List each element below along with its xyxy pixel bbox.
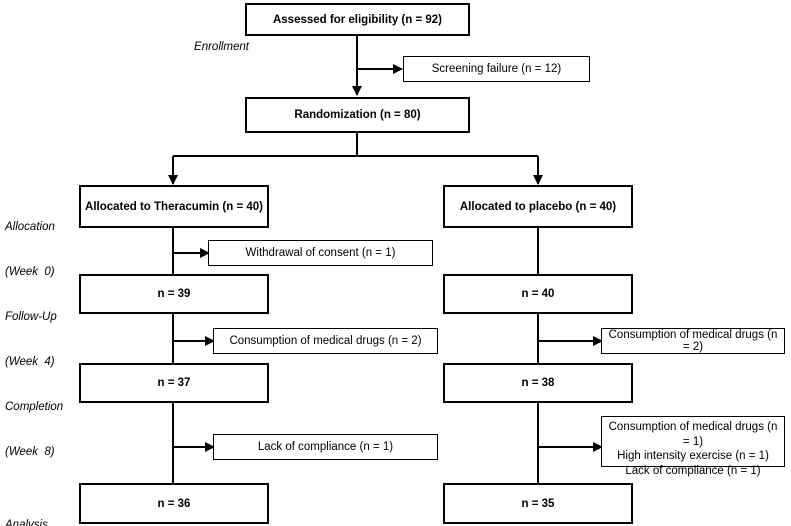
box-randomization-text: Randomization (n = 80): [294, 109, 421, 121]
box-treatment-analysis-text: n = 36: [157, 497, 191, 510]
box-treatment-completion: n = 37: [79, 363, 269, 403]
box-screening-failure-text: Screening failure (n = 12): [431, 63, 562, 75]
box-treatment-consumption-of-medical-drugs: Consumption of medical drugs (n = 2): [213, 328, 438, 354]
stage-label-analysis-line1: Analysis: [5, 519, 48, 526]
stage-label-followup-line1: Follow-Up: [5, 311, 57, 323]
box-randomization: Randomization (n = 80): [245, 97, 470, 133]
box-placebo-completion-exclusions: Consumption of medical drugs (n = 1) Hig…: [601, 416, 785, 477]
box-placebo-analysis: n = 35: [443, 483, 633, 524]
stage-label-analysis: Analysis: [5, 488, 77, 526]
box-treatment-followup: n = 39: [79, 274, 269, 314]
stage-label-allocation-line1: Allocation: [5, 221, 55, 233]
box-placebo-allocation-text: Allocated to placebo (n = 40): [459, 200, 617, 213]
box-treatment-completion-text: n = 37: [157, 377, 191, 389]
box-placebo-consumption-of-medical-drugs-text: Consumption of medical drugs (n = 2): [608, 329, 778, 353]
box-placebo-allocation: Allocated to placebo (n = 40): [443, 185, 633, 228]
box-treatment-consumption-of-medical-drugs-text: Consumption of medical drugs (n = 2): [229, 335, 422, 347]
stage-label-allocation-line2: (Week 0): [5, 266, 55, 278]
box-placebo-analysis-text: n = 35: [521, 497, 555, 510]
box-treatment-withdrawal-of-consent-text: Withdrawal of consent (n = 1): [245, 247, 396, 259]
stage-label-enrollment: Enrollment: [169, 10, 249, 85]
stage-label-allocation: Allocation (Week 0): [5, 190, 77, 310]
box-assessed-for-eligibility-text: Assessed for eligibility (n = 92): [272, 13, 443, 26]
box-treatment-allocation: Allocated to Theracumin (n = 40): [79, 185, 269, 228]
stage-label-followup-line2: (Week 4): [5, 356, 55, 368]
stage-label-enrollment-line1: Enrollment: [194, 41, 249, 53]
box-treatment-withdrawal-of-consent: Withdrawal of consent (n = 1): [208, 240, 433, 266]
box-placebo-exclusion-line-1: Consumption of medical drugs (n = 1): [608, 421, 778, 448]
box-screening-failure: Screening failure (n = 12): [403, 56, 590, 82]
box-placebo-followup: n = 40: [443, 274, 633, 314]
box-assessed-for-eligibility: Assessed for eligibility (n = 92): [245, 3, 470, 36]
stage-label-followup: Follow-Up (Week 4): [5, 280, 77, 400]
box-placebo-followup-text: n = 40: [521, 288, 555, 300]
box-treatment-lack-of-compliance: Lack of compliance (n = 1): [213, 434, 438, 460]
box-placebo-exclusion-line-3: Lack of compliance (n = 1): [625, 464, 761, 477]
box-placebo-completion: n = 38: [443, 363, 633, 403]
box-treatment-lack-of-compliance-text: Lack of compliance (n = 1): [257, 441, 394, 453]
box-placebo-completion-text: n = 38: [521, 377, 555, 389]
stage-label-completion-line2: (Week 8): [5, 446, 55, 458]
stage-label-completion: Completion (Week 8): [5, 370, 77, 490]
box-treatment-allocation-text: Allocated to Theracumin (n = 40): [85, 200, 263, 213]
box-placebo-consumption-of-medical-drugs: Consumption of medical drugs (n = 2): [601, 328, 785, 354]
stage-label-completion-line1: Completion: [5, 401, 64, 413]
box-treatment-followup-text: n = 39: [157, 288, 191, 300]
box-placebo-exclusion-line-2: High intensity exercise (n = 1): [617, 450, 769, 462]
box-treatment-analysis: n = 36: [79, 483, 269, 524]
